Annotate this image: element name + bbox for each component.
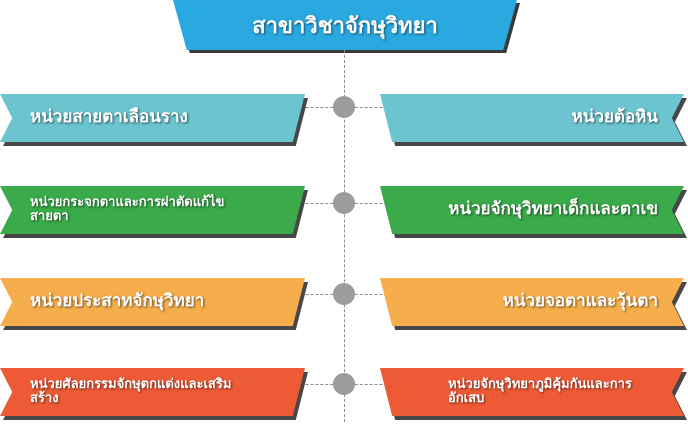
unit-label-left-4: หน่วยศัลยกรรมจักษุตกแต่งและเสริมสร้าง	[30, 377, 232, 406]
row-1-node	[333, 96, 355, 118]
title-banner: สาขาวิชาจักษุวิทยา	[173, 0, 517, 50]
unit-banner-right-2: หน่วยจักษุวิทยาเด็กและตาเข	[380, 186, 687, 238]
row-3-node	[333, 283, 355, 305]
central-connector-line	[344, 50, 345, 422]
unit-banner-right-3: หน่วยจอตาและวุ้นตา	[380, 278, 687, 330]
diagram-title: สาขาวิชาจักษุวิทยา	[252, 13, 438, 39]
unit-label-left-3: หน่วยประสาทจักษุวิทยา	[30, 291, 205, 312]
unit-label-right-1: หน่วยต้อหิน	[571, 107, 658, 128]
unit-banner-left-4: หน่วยศัลยกรรมจักษุตกแต่งและเสริมสร้าง	[0, 368, 308, 420]
unit-label-right-3: หน่วยจอตาและวุ้นตา	[502, 291, 658, 312]
unit-banner-right-1: หน่วยต้อหิน	[380, 94, 687, 146]
unit-label-right-4: หน่วยจักษุวิทยาภูมิคุ้มกันและการอักเสบ	[448, 377, 632, 406]
unit-banner-left-3: หน่วยประสาทจักษุวิทยา	[0, 278, 308, 330]
unit-label-right-2: หน่วยจักษุวิทยาเด็กและตาเข	[448, 199, 658, 220]
unit-label-left-1: หน่วยสายตาเลือนราง	[30, 107, 188, 128]
unit-banner-left-1: หน่วยสายตาเลือนราง	[0, 94, 308, 146]
unit-banner-left-2: หน่วยกระจกตาและการผ่าตัดแก้ไขสายตา	[0, 186, 308, 238]
unit-banner-right-4: หน่วยจักษุวิทยาภูมิคุ้มกันและการอักเสบ	[380, 368, 687, 420]
row-4-node	[333, 373, 355, 395]
unit-label-left-2: หน่วยกระจกตาและการผ่าตัดแก้ไขสายตา	[30, 195, 225, 224]
row-2-node	[333, 192, 355, 214]
